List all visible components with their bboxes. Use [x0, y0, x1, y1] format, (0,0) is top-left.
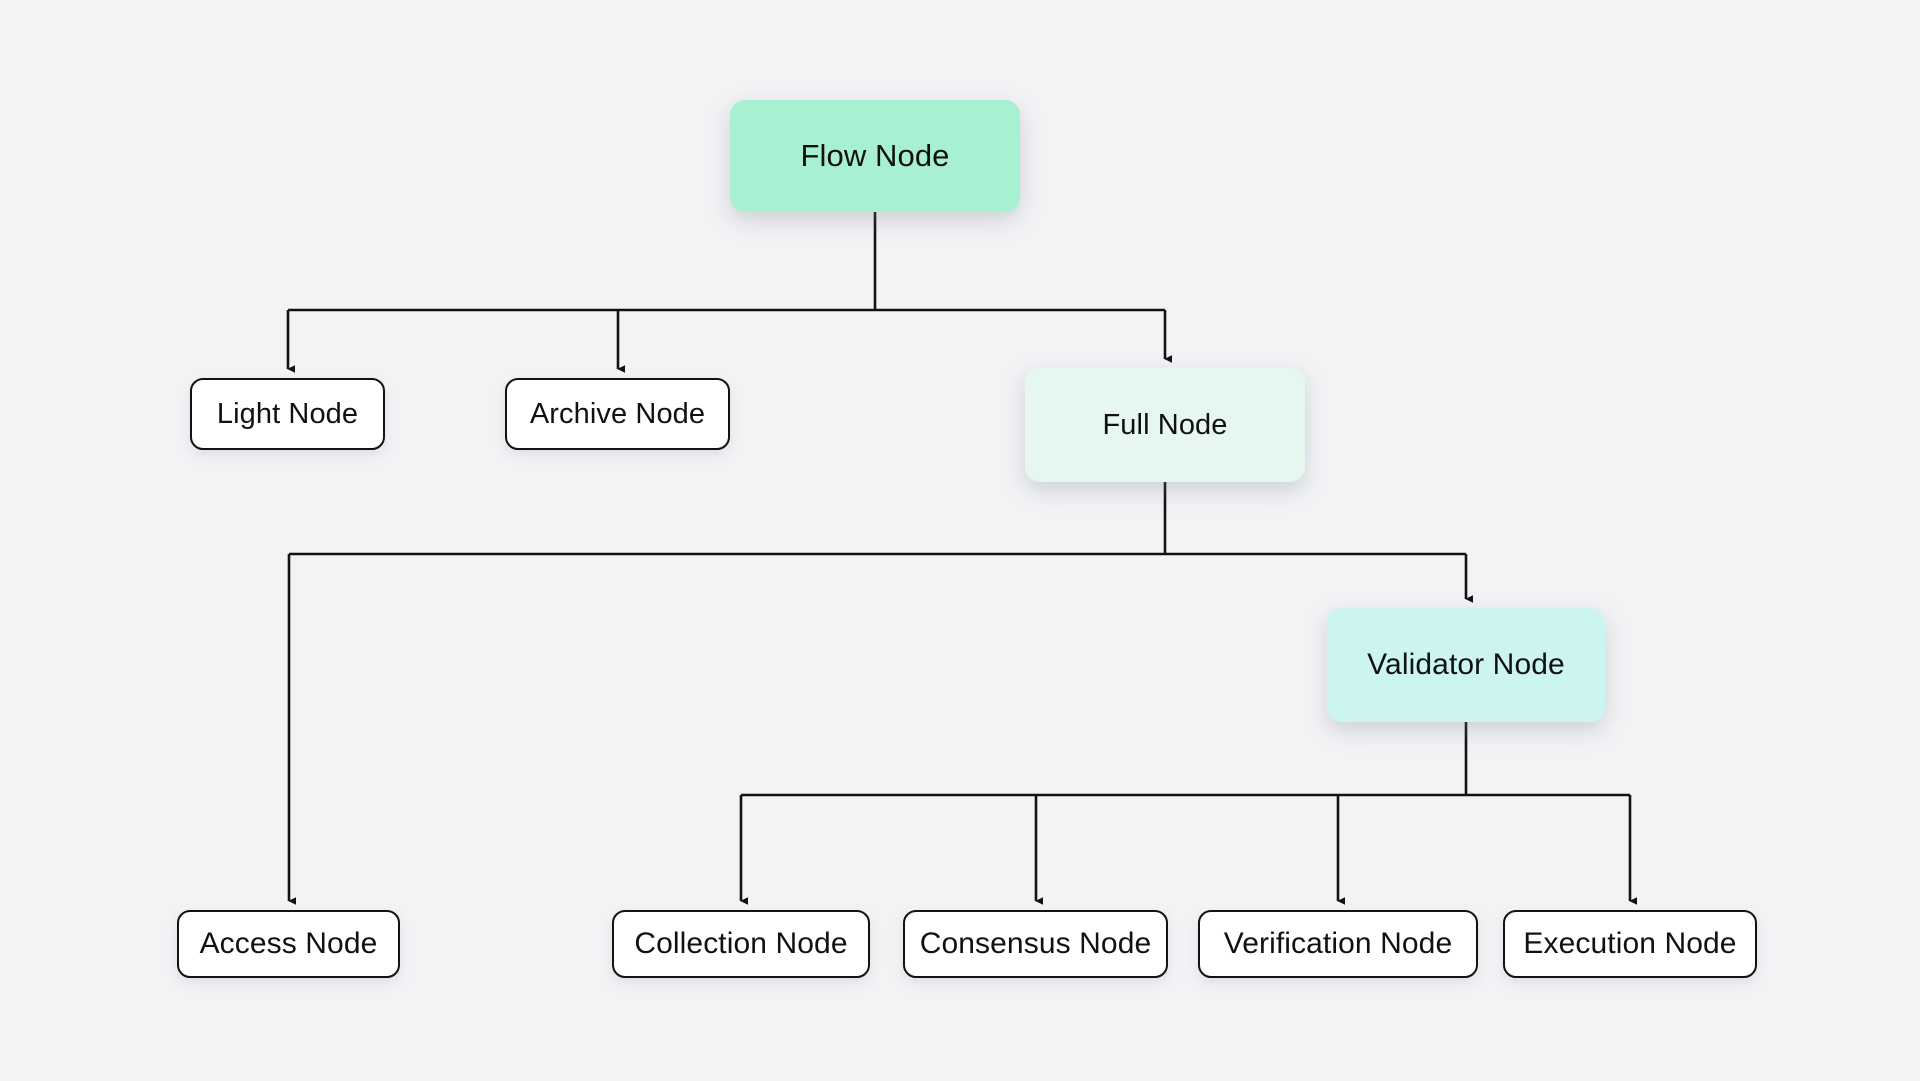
node-consensus-node[interactable]: Consensus Node — [903, 910, 1168, 978]
node-label: Verification Node — [1223, 927, 1453, 960]
node-label: Flow Node — [800, 138, 950, 173]
node-label: Collection Node — [634, 927, 848, 960]
node-access-node[interactable]: Access Node — [177, 910, 400, 978]
node-light-node[interactable]: Light Node — [190, 378, 385, 450]
node-label: Access Node — [199, 927, 378, 960]
node-label: Full Node — [1102, 408, 1228, 441]
node-execution-node[interactable]: Execution Node — [1503, 910, 1757, 978]
node-label: Execution Node — [1523, 927, 1737, 960]
node-archive-node[interactable]: Archive Node — [505, 378, 730, 450]
node-label: Consensus Node — [919, 927, 1152, 960]
node-full-node[interactable]: Full Node — [1025, 368, 1305, 482]
node-verification-node[interactable]: Verification Node — [1198, 910, 1478, 978]
node-label: Archive Node — [529, 397, 706, 430]
node-collection-node[interactable]: Collection Node — [612, 910, 870, 978]
node-label: Validator Node — [1367, 648, 1565, 681]
node-label: Light Node — [216, 397, 359, 430]
node-validator-node[interactable]: Validator Node — [1327, 608, 1605, 722]
node-flow-node[interactable]: Flow Node — [730, 100, 1020, 212]
